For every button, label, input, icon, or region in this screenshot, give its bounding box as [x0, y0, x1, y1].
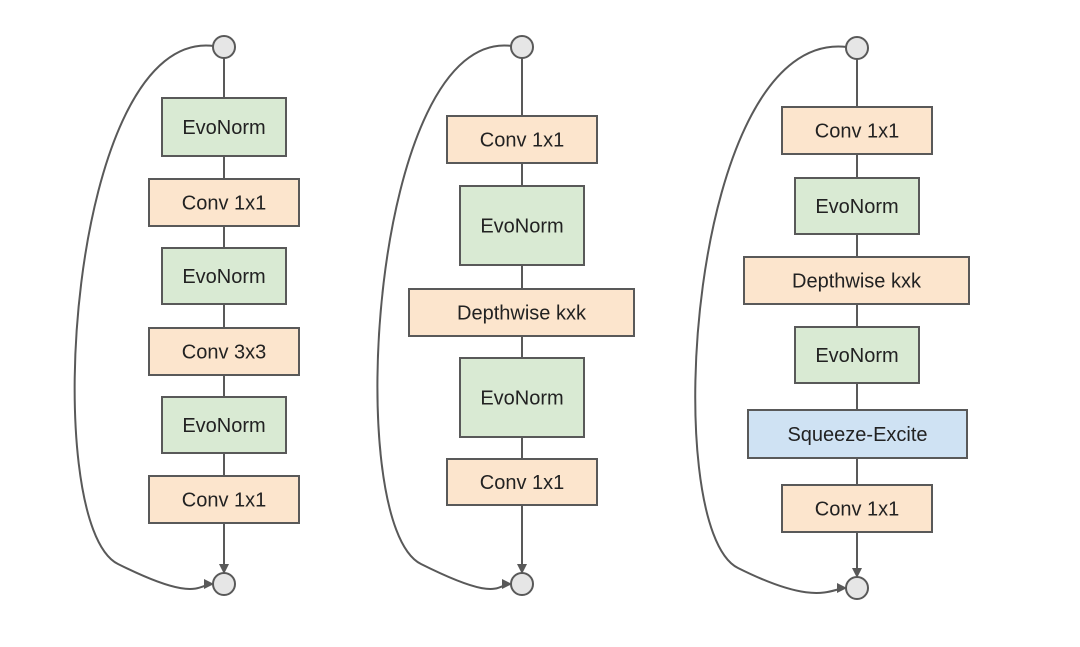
block-evonorm: EvoNorm — [794, 326, 920, 384]
block-conv: Conv 1x1 — [446, 115, 598, 164]
block-label: Conv 1x1 — [182, 490, 267, 512]
block-conv: Conv 3x3 — [148, 327, 300, 376]
block-label: Depthwise kxk — [457, 303, 587, 325]
output-node — [212, 572, 236, 596]
block-label: EvoNorm — [182, 117, 265, 139]
block-label: EvoNorm — [815, 345, 898, 367]
block-conv: Depthwise kxk — [408, 288, 635, 337]
block-box — [747, 409, 968, 459]
block-box — [781, 106, 933, 155]
block-evonorm: EvoNorm — [794, 177, 920, 235]
block-box — [161, 396, 287, 454]
block-label: Conv 3x3 — [182, 342, 267, 364]
block-label: EvoNorm — [480, 216, 563, 238]
skip-connection-arrow — [376, 44, 513, 590]
block-box — [794, 326, 920, 384]
block-label: Conv 1x1 — [182, 193, 267, 215]
block-evonorm: EvoNorm — [161, 396, 287, 454]
input-node — [212, 35, 236, 59]
block-label: Conv 1x1 — [815, 121, 900, 143]
block-label: Depthwise kxk — [792, 271, 922, 293]
block-box — [148, 475, 300, 524]
output-node — [845, 576, 869, 600]
skip-connection-arrow — [694, 45, 848, 594]
block-box — [446, 458, 598, 506]
block-box — [161, 247, 287, 305]
block-box — [408, 288, 635, 337]
block-box — [459, 357, 585, 438]
block-squeeze-excite: Squeeze-Excite — [747, 409, 968, 459]
skip-connection-arrow — [73, 44, 215, 590]
block-box — [148, 178, 300, 227]
block-evonorm: EvoNorm — [459, 357, 585, 438]
block-evonorm: EvoNorm — [161, 247, 287, 305]
input-node — [510, 35, 534, 59]
block-conv: Conv 1x1 — [148, 178, 300, 227]
block-label: EvoNorm — [182, 266, 265, 288]
block-box — [148, 327, 300, 376]
block-box — [446, 115, 598, 164]
block-label: Squeeze-Excite — [787, 424, 927, 446]
block-conv: Depthwise kxk — [743, 256, 970, 305]
block-evonorm: EvoNorm — [459, 185, 585, 266]
block-evonorm: EvoNorm — [161, 97, 287, 157]
block-label: Conv 1x1 — [480, 472, 565, 494]
block-box — [161, 97, 287, 157]
block-label: Conv 1x1 — [815, 499, 900, 521]
block-conv: Conv 1x1 — [781, 484, 933, 533]
block-conv: Conv 1x1 — [148, 475, 300, 524]
input-node — [845, 36, 869, 60]
block-box — [743, 256, 970, 305]
block-conv: Conv 1x1 — [446, 458, 598, 506]
block-label: Conv 1x1 — [480, 130, 565, 152]
block-box — [781, 484, 933, 533]
output-node — [510, 572, 534, 596]
block-label: EvoNorm — [815, 196, 898, 218]
block-box — [459, 185, 585, 266]
block-box — [794, 177, 920, 235]
block-conv: Conv 1x1 — [781, 106, 933, 155]
block-label: EvoNorm — [480, 388, 563, 410]
block-label: EvoNorm — [182, 415, 265, 437]
